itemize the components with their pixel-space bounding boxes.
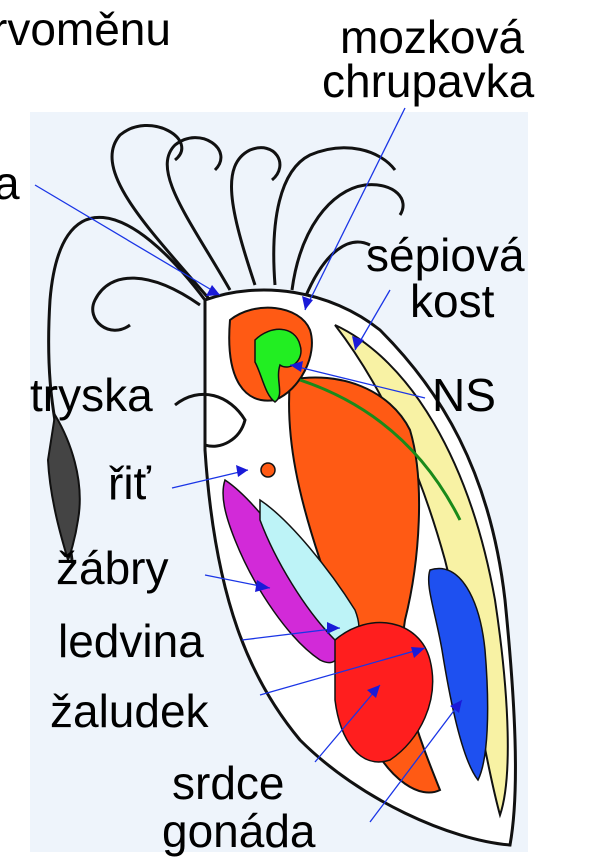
label-brain-cartilage-line2: chrupavka [322,58,534,104]
label-gonad: gonáda [162,808,316,854]
label-gills: žábry [56,545,168,591]
label-funnel: tryska [30,372,153,418]
label-brain-cartilage-line1: mozková [340,14,524,60]
label-heart: srdce [172,760,284,806]
label-left-partial: a [0,160,20,206]
label-cuttlebone-line2: kost [410,278,494,324]
label-ns: NS [432,372,496,418]
label-kidney: ledvina [58,618,204,664]
label-cuttlebone-line1: sépiová [366,232,525,278]
anus-marker [261,463,275,477]
label-top-left: rvoměnu [0,6,171,52]
label-anus: řiť [108,460,151,506]
label-stomach: žaludek [50,688,209,734]
